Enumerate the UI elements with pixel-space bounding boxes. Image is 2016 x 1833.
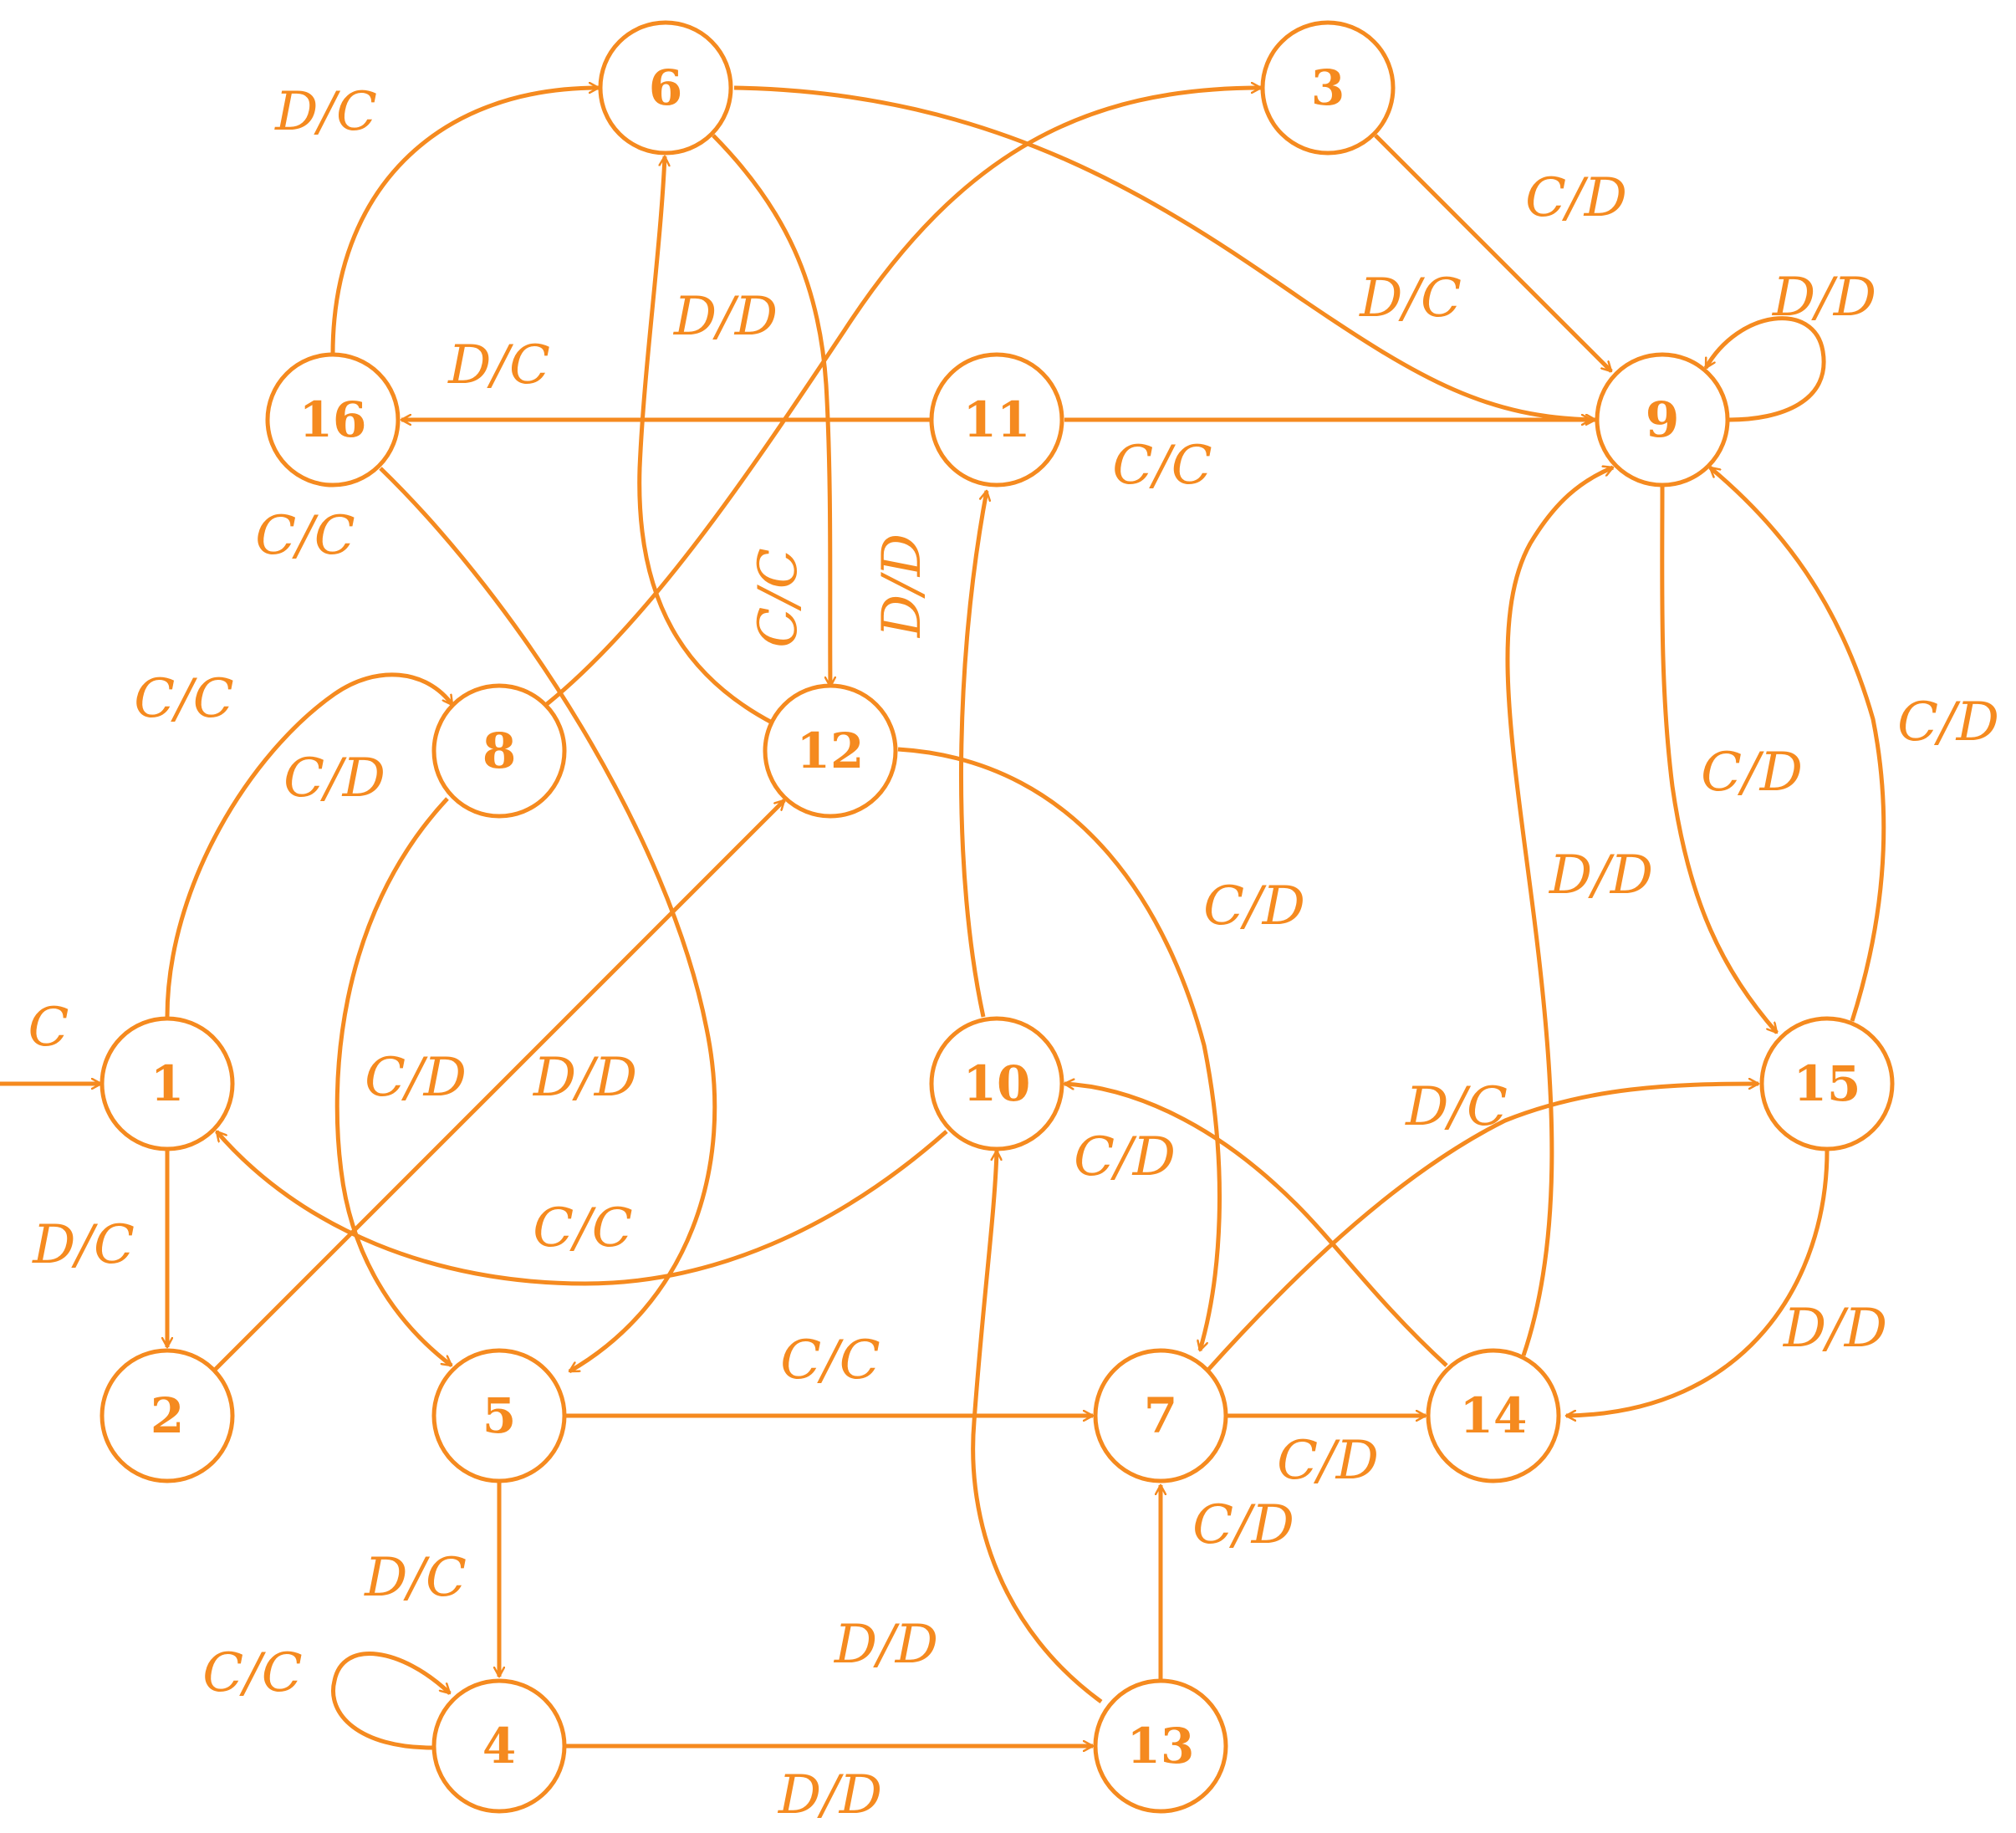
node-3: 3 xyxy=(1260,20,1396,156)
label-13-10: D/D xyxy=(834,1614,938,1676)
label-5-7: C/C xyxy=(780,1330,880,1391)
nodes: 1 2 3 4 5 6 7 8 9 10 11 12 13 14 15 16 xyxy=(100,20,1895,1814)
edge-13-10 xyxy=(971,1151,1103,1704)
node-7: 7 xyxy=(1093,1348,1228,1483)
label-9-9: D/D xyxy=(1772,267,1876,329)
label-14-9: D/D xyxy=(1549,845,1653,906)
edge-14-9 xyxy=(1505,467,1613,1356)
label-12-7: C/D xyxy=(1203,876,1305,937)
node-9: 9 xyxy=(1595,352,1730,488)
node-label: 4 xyxy=(482,1718,516,1774)
label-8-5: C/D xyxy=(365,1047,467,1109)
label-9-15: C/D xyxy=(1701,742,1803,804)
edge-8-3 xyxy=(545,88,1261,706)
label-15-9: C/D xyxy=(1897,692,1999,753)
node-12: 12 xyxy=(763,683,898,819)
node-label: 16 xyxy=(299,391,367,448)
node-label: 6 xyxy=(649,59,682,116)
edge-10-11 xyxy=(959,491,987,1018)
label-6-9: D/C xyxy=(1359,268,1462,329)
label-4-13: D/D xyxy=(778,1764,882,1826)
label-7-14: C/D xyxy=(1277,1430,1379,1492)
edge-15-14 xyxy=(1566,1150,1830,1416)
node-13: 13 xyxy=(1093,1678,1228,1814)
node-label: 15 xyxy=(1794,1055,1861,1112)
node-label: 1 xyxy=(151,1055,184,1112)
label-14-10: C/D xyxy=(1074,1126,1176,1188)
label-7-15: D/C xyxy=(1405,1076,1508,1138)
label-2-12: D/D xyxy=(533,1047,637,1109)
edge-12-6 xyxy=(637,156,775,726)
node-label: 9 xyxy=(1646,391,1679,448)
node-15: 15 xyxy=(1759,1016,1895,1151)
label-3-9: C/D xyxy=(1525,167,1627,229)
label-12-6: D/D xyxy=(673,286,778,348)
edge-2-12 xyxy=(213,799,786,1371)
node-label: 5 xyxy=(482,1387,516,1444)
edge-9-15 xyxy=(1660,486,1779,1034)
node-label: 13 xyxy=(1127,1718,1195,1774)
edge-3-9 xyxy=(1374,134,1613,373)
node-label: 12 xyxy=(797,722,865,779)
label-6-12: C/C xyxy=(748,548,809,648)
node-8: 8 xyxy=(431,683,567,819)
edge-10-1 xyxy=(215,1130,948,1286)
edge-15-9 xyxy=(1708,466,1886,1022)
label-1-8: C/C xyxy=(134,668,234,730)
node-label: 3 xyxy=(1311,59,1345,116)
label-16-6: D/C xyxy=(274,81,377,143)
label-11-16: D/C xyxy=(447,334,550,396)
edge-4-4 xyxy=(331,1652,452,1750)
edge-14-10 xyxy=(1064,1084,1448,1367)
node-14: 14 xyxy=(1426,1348,1561,1483)
node-2: 2 xyxy=(100,1348,235,1483)
label-1-2: D/C xyxy=(32,1214,135,1276)
node-label: 7 xyxy=(1144,1387,1177,1444)
edge-labels: C D/C C/C D/D C/D C/D C/D D/C C/C D/C C/… xyxy=(28,81,1999,1826)
edge-9-9 xyxy=(1703,316,1826,422)
label-11-9: C/C xyxy=(1112,435,1212,497)
edge-6-12 xyxy=(712,134,830,687)
node-5: 5 xyxy=(431,1348,567,1483)
label-4-4: C/C xyxy=(202,1642,303,1704)
node-label: 2 xyxy=(151,1387,184,1444)
node-label: 14 xyxy=(1460,1387,1528,1444)
node-6: 6 xyxy=(598,20,733,156)
edge-8-5 xyxy=(334,797,453,1367)
label-13-7: C/D xyxy=(1192,1494,1294,1556)
node-16: 16 xyxy=(265,352,401,488)
edge-1-8 xyxy=(165,672,455,1018)
label-10-1: C/C xyxy=(533,1197,633,1259)
label-5-4: D/C xyxy=(364,1547,467,1609)
label-start: C xyxy=(28,997,69,1059)
node-label: 11 xyxy=(963,391,1031,448)
node-label: 8 xyxy=(482,722,516,779)
node-1: 1 xyxy=(100,1016,235,1151)
node-10: 10 xyxy=(929,1016,1064,1151)
node-4: 4 xyxy=(431,1678,567,1814)
edge-6-9 xyxy=(733,85,1595,420)
edge-7-15 xyxy=(1207,1084,1758,1371)
label-10-11: D/D xyxy=(871,534,933,638)
edges xyxy=(0,85,1886,1750)
label-8-3: C/D xyxy=(283,748,385,809)
edge-12-7 xyxy=(897,747,1222,1350)
label-15-14: D/D xyxy=(1783,1298,1887,1360)
node-11: 11 xyxy=(929,352,1064,488)
label-16-5: C/C xyxy=(255,505,355,567)
edge-16-6 xyxy=(330,88,599,355)
node-label: 10 xyxy=(963,1055,1031,1112)
